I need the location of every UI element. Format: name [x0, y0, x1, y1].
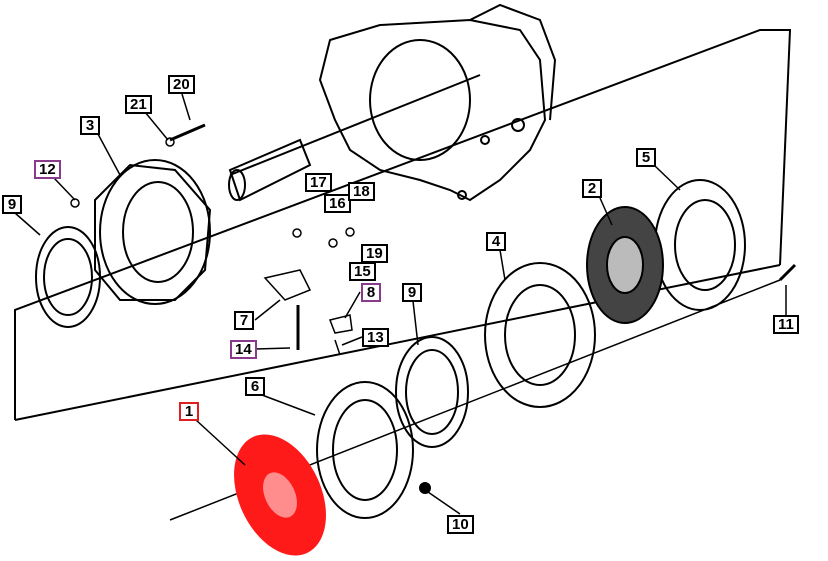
- part-9-plate-right: [395, 336, 469, 448]
- callout-11[interactable]: 11: [773, 315, 799, 334]
- callout-4[interactable]: 4: [486, 232, 506, 251]
- callout-19[interactable]: 19: [361, 244, 388, 263]
- callout-9-left[interactable]: 9: [2, 195, 22, 214]
- callout-2[interactable]: 2: [582, 179, 602, 198]
- callout-10[interactable]: 10: [447, 515, 474, 534]
- part-4-cover: [484, 262, 596, 408]
- input-shaft: [228, 138, 312, 202]
- callout-21[interactable]: 21: [125, 95, 152, 114]
- callout-18[interactable]: 18: [348, 182, 375, 201]
- callout-9-right[interactable]: 9: [402, 283, 422, 302]
- callout-1[interactable]: 1: [179, 402, 199, 421]
- transmission-housing: [229, 3, 557, 202]
- part-1-friction-disc-highlighted: [234, 434, 326, 556]
- callout-13[interactable]: 13: [362, 328, 389, 347]
- part-2-clutch-disc: [586, 206, 664, 324]
- callout-8[interactable]: 8: [361, 283, 381, 302]
- callout-17[interactable]: 17: [305, 173, 332, 192]
- callout-20[interactable]: 20: [168, 75, 195, 94]
- callout-16[interactable]: 16: [324, 194, 351, 213]
- part-6-plate: [316, 381, 431, 519]
- part-5-pressure-plate: [654, 179, 746, 311]
- part-3-clutch-housing: [94, 159, 212, 305]
- leader-lines: [14, 93, 787, 515]
- callout-14[interactable]: 14: [230, 340, 257, 359]
- callout-3[interactable]: 3: [80, 116, 100, 135]
- callout-12[interactable]: 12: [34, 160, 61, 179]
- callout-15[interactable]: 15: [349, 262, 376, 281]
- small-hardware: [70, 123, 797, 356]
- callout-7[interactable]: 7: [234, 311, 254, 330]
- callout-5[interactable]: 5: [636, 148, 656, 167]
- part-9-plate-left: [35, 226, 101, 328]
- callout-6[interactable]: 6: [245, 377, 265, 396]
